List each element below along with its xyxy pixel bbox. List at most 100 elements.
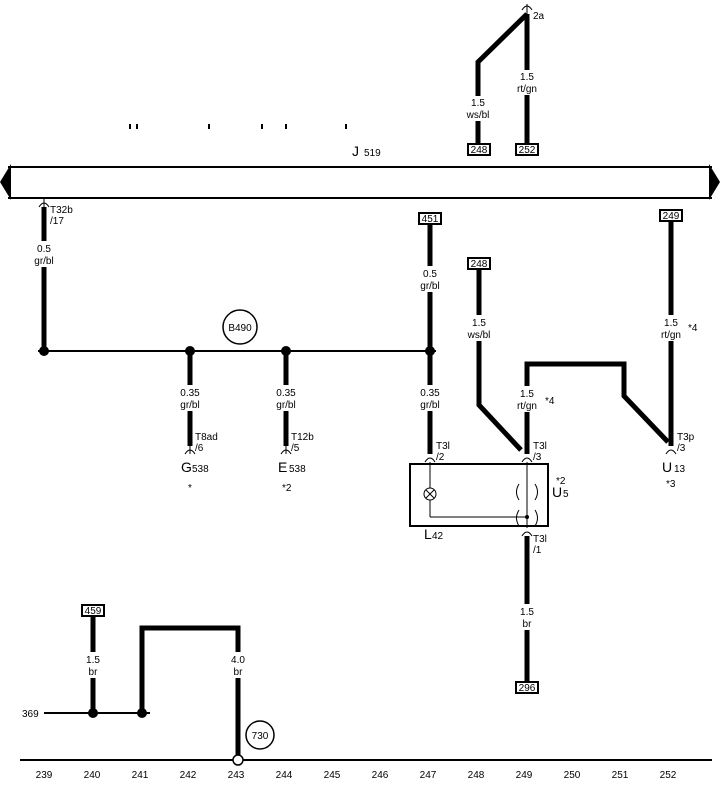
left-wire-color: gr/bl: [34, 256, 53, 267]
wire-451-color: gr/bl: [420, 281, 439, 292]
u5-pin: T3l: [533, 441, 547, 452]
ref-459[interactable]: 459: [85, 606, 102, 617]
left-wire-group: T32b /17 0.5 gr/bl: [28, 199, 73, 351]
l42-number[interactable]: 42: [432, 531, 444, 542]
wire-249-note: *4: [688, 323, 698, 334]
u13-pin-number: /3: [677, 443, 686, 454]
grid-number: 239: [36, 770, 53, 781]
grid-number: 248: [468, 770, 485, 781]
e538-pin-number: /5: [291, 443, 300, 454]
g538-note: *: [188, 483, 192, 494]
control-unit-j519: J 519: [0, 143, 720, 200]
wire-243-size: 4.0: [231, 655, 245, 666]
pin1-wire-group: T3l /1 1.5 br 296: [512, 531, 547, 694]
pin1-wire-color: br: [523, 619, 533, 630]
wire-249-group: 249 1.5 rt/gn *4 1.5 rt/gn *4 T3l /3 T3p…: [510, 209, 698, 490]
l42-letter[interactable]: L: [424, 526, 432, 542]
wire-249-size: 1.5: [664, 318, 678, 329]
grid-number: 247: [420, 770, 437, 781]
wire-451-size: 0.5: [423, 269, 437, 280]
grid-number: 249: [516, 770, 533, 781]
component-box-l42-u5[interactable]: U 5 *2 L 42: [409, 462, 569, 542]
g538-pin-number: /6: [195, 443, 204, 454]
grid-number: 251: [612, 770, 629, 781]
grid-number: 246: [372, 770, 389, 781]
u5-number[interactable]: 5: [563, 489, 569, 500]
top-rtgn-color: rt/gn: [517, 84, 537, 95]
ref-248-top[interactable]: 248: [471, 145, 488, 156]
u13-pin: T3p: [677, 432, 695, 443]
ref-252-top[interactable]: 252: [519, 145, 536, 156]
grid-number: 250: [564, 770, 581, 781]
grid-number: 244: [276, 770, 293, 781]
wire-459-size: 1.5: [86, 655, 100, 666]
top-wsbl-color: ws/bl: [466, 110, 490, 121]
g538-pin: T8ad: [195, 432, 218, 443]
splice-label[interactable]: B490: [228, 323, 252, 334]
e538-letter[interactable]: E: [278, 459, 287, 475]
capacitor-icon: [516, 483, 538, 527]
t32b-pin: T32b: [50, 205, 73, 216]
e538-wire-color: gr/bl: [276, 400, 295, 411]
top-rtgn-size: 1.5: [520, 72, 534, 83]
grid-number: 252: [660, 770, 677, 781]
u5-wire-size: 1.5: [520, 389, 534, 400]
wire-243-color: br: [234, 667, 244, 678]
grid-number: 241: [132, 770, 149, 781]
e538-pin: T12b: [291, 432, 314, 443]
e538-number[interactable]: 538: [289, 464, 306, 475]
top-wire-group: 2a 1.5 ws/bl 1.5 rt/gn 248 252: [462, 4, 545, 156]
g538-wire-color: gr/bl: [180, 400, 199, 411]
ref-box-252-top[interactable]: [515, 143, 539, 156]
u5-wire-note: *4: [545, 396, 555, 407]
e538-branch: 0.35 gr/bl T12b /5 E 538 *2: [268, 351, 314, 494]
ref-box-296[interactable]: [515, 681, 539, 694]
left-ref-369[interactable]: 369: [22, 709, 39, 720]
l42-wire-color: gr/bl: [420, 400, 439, 411]
splice-b490: B490: [38, 309, 436, 356]
e538-note: *2: [282, 483, 292, 494]
u5-letter[interactable]: U: [552, 484, 562, 500]
g538-branch: 0.35 gr/bl T8ad /6 G 538 *: [172, 351, 218, 494]
grid-number: 242: [180, 770, 197, 781]
t32b-pin-number: /17: [50, 216, 64, 227]
left-wire-size: 0.5: [37, 244, 51, 255]
ground-circle[interactable]: [245, 720, 275, 750]
pin1-wire-size: 1.5: [520, 607, 534, 618]
grid-numbers: 239 240 241 242 243 244 245 246 247 248 …: [36, 770, 677, 781]
u5-wire-color: rt/gn: [517, 401, 537, 412]
ground-wiring: 459 1.5 br 369 4.0 br 730: [22, 604, 275, 760]
pin1-pin: T3l: [533, 534, 547, 545]
lamp-icon: [423, 487, 437, 501]
ref-box-248-top[interactable]: [467, 143, 491, 156]
wire-248-color: ws/bl: [467, 330, 491, 341]
u13-number[interactable]: 13: [674, 464, 686, 475]
e538-wire-size: 0.35: [276, 388, 296, 399]
splice-circle[interactable]: [222, 309, 258, 345]
ground-bus: [20, 754, 712, 766]
ref-249[interactable]: 249: [663, 211, 680, 222]
wire-248-group: 248 1.5 ws/bl: [462, 257, 523, 452]
wire-249-color: rt/gn: [661, 330, 681, 341]
grid-number: 245: [324, 770, 341, 781]
u13-letter[interactable]: U: [662, 459, 672, 475]
u5-pin-number: /3: [533, 452, 542, 463]
tick-marks: [129, 124, 347, 129]
grid-number: 243: [228, 770, 245, 781]
wire-451-group: 451 0.5 gr/bl 0.35 gr/bl T3l /2: [412, 212, 450, 463]
wire-248-size: 1.5: [472, 318, 486, 329]
u5-note: *2: [556, 476, 566, 487]
ref-248[interactable]: 248: [471, 259, 488, 270]
ref-296[interactable]: 296: [519, 683, 536, 694]
ref-451[interactable]: 451: [422, 214, 439, 225]
pin1-pin-number: /1: [533, 545, 542, 556]
ground-label[interactable]: 730: [252, 731, 269, 742]
l42-pin-number: /2: [436, 452, 445, 463]
g538-number[interactable]: 538: [192, 464, 209, 475]
l42-wire-size: 0.35: [420, 388, 440, 399]
g538-letter[interactable]: G: [181, 459, 192, 475]
u13-note: *3: [666, 479, 676, 490]
top-connector-label: 2a: [533, 11, 545, 22]
wire-459-color: br: [89, 667, 99, 678]
